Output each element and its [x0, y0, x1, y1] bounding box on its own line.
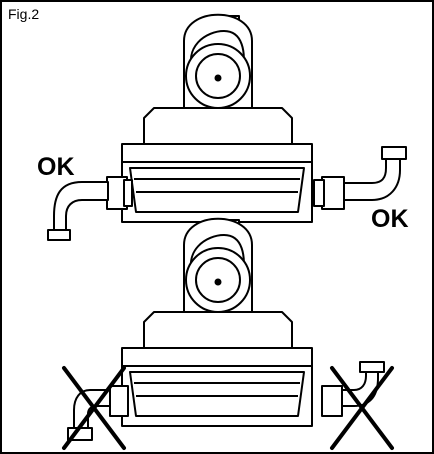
- pump-bottom: [121, 217, 313, 427]
- left-elbow-fitting-top: [47, 176, 133, 241]
- ok-label-right: OK: [371, 205, 409, 233]
- ok-label-left: OK: [37, 153, 75, 181]
- pump-top: [121, 13, 313, 223]
- right-elbow-fitting-top: [313, 146, 407, 210]
- figure-label: Fig.2: [8, 6, 40, 22]
